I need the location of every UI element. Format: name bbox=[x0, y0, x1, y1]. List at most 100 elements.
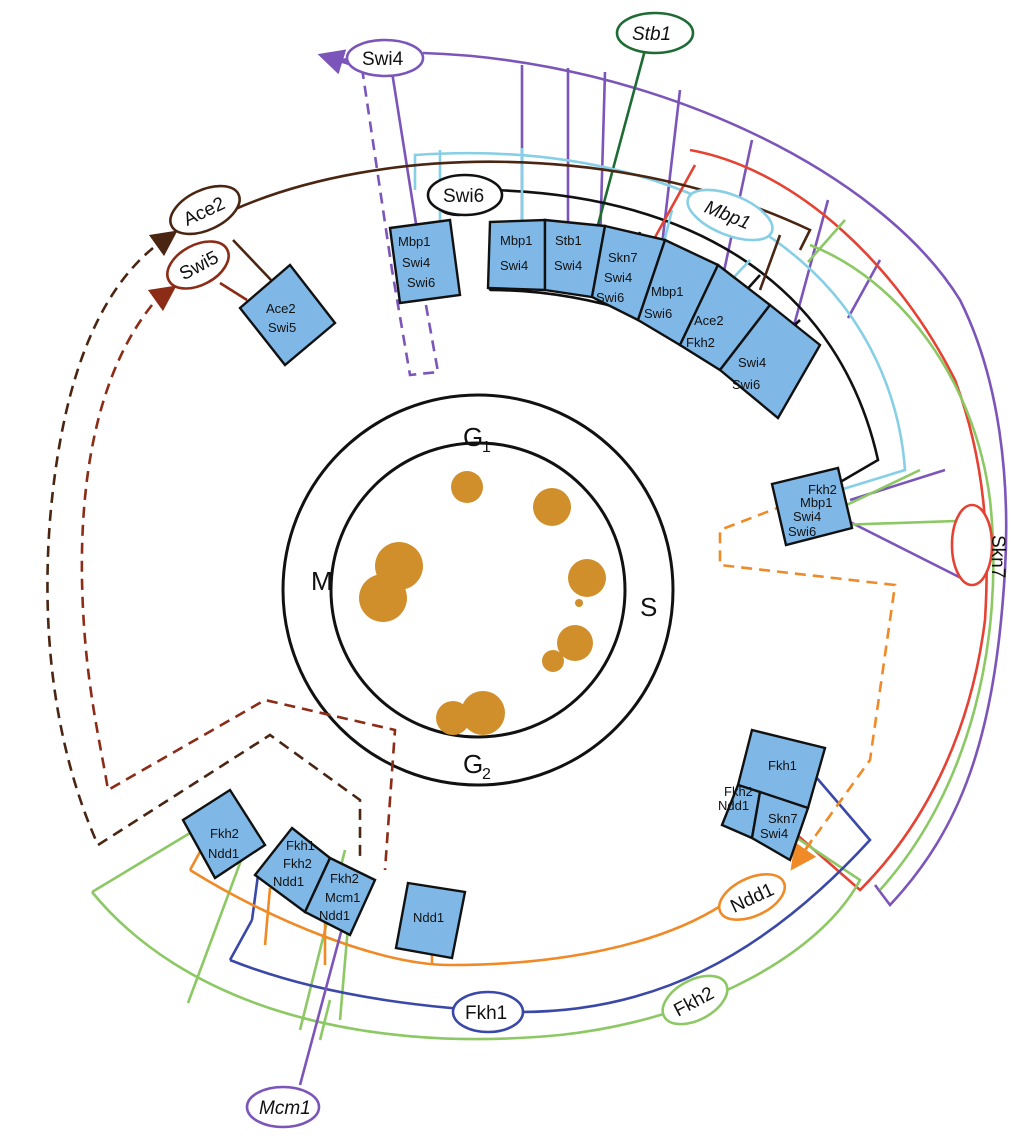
factor-label: Stb1 bbox=[632, 24, 671, 45]
cell-small-bud bbox=[568, 559, 606, 597]
cell-dividing-bottom bbox=[359, 574, 407, 622]
complex-label: Ndd1 bbox=[273, 874, 304, 889]
cell-unbudded bbox=[451, 471, 483, 503]
ndd1-arc bbox=[189, 868, 723, 967]
factor-stb1: Stb1 bbox=[615, 11, 695, 55]
phase-g1-label: G bbox=[463, 422, 483, 452]
complex-label: Fkh2 bbox=[686, 335, 715, 350]
complex-label: Ace2 bbox=[694, 313, 724, 328]
complex-label: Swi4 bbox=[554, 258, 582, 273]
complex-label: Mbp1 bbox=[398, 234, 431, 249]
swi5-arrow bbox=[147, 285, 177, 312]
swi4-dashed-feedback bbox=[360, 67, 440, 377]
complex-label: Swi4 bbox=[793, 509, 821, 524]
complex-label: Mbp1 bbox=[800, 495, 833, 510]
cell-g1 bbox=[533, 488, 571, 526]
cell-medium-bud-tip bbox=[542, 650, 564, 672]
complex-mbp1-swi4: Mbp1 Swi4 bbox=[486, 218, 547, 292]
complex-label: Swi6 bbox=[644, 306, 672, 321]
factor-ndd1: Ndd1 bbox=[717, 872, 787, 922]
cell-medium-bud bbox=[557, 625, 593, 661]
ace2-dashed-feedback bbox=[46, 246, 362, 858]
complex-label: Fkh2 bbox=[210, 826, 239, 841]
factor-swi4: Swi4 bbox=[345, 38, 425, 78]
complex-fkh2-mcm1-ndd1: Fkh2 Mcm1 Ndd1 bbox=[303, 856, 377, 937]
phase-g2-subscript: 2 bbox=[482, 766, 491, 783]
outer-phase-ring bbox=[281, 393, 675, 787]
ace2-arrow bbox=[148, 230, 178, 257]
complex-label: Mbp1 bbox=[651, 284, 684, 299]
factor-mbp1: Mbp1 bbox=[686, 188, 774, 242]
complex-label: Fkh1 bbox=[768, 758, 797, 773]
phase-g2-label: G bbox=[463, 749, 483, 779]
fkh2-outer-arc bbox=[809, 243, 995, 891]
complex-mbp1-swi4-swi6: Mbp1 Swi4 Swi6 bbox=[388, 218, 462, 305]
inner-phase-ring bbox=[329, 441, 627, 739]
fkh2-lower-arc bbox=[90, 818, 862, 1041]
complex-ndd1: Ndd1 bbox=[394, 881, 467, 960]
complex-swi4-swi6: Swi4 Swi6 bbox=[718, 303, 822, 420]
budding-cells bbox=[359, 471, 606, 735]
factor-label: Skn7 bbox=[987, 535, 1008, 578]
factor-fkh2: Fkh2 bbox=[661, 974, 729, 1026]
factor-label: Fkh1 bbox=[465, 1003, 507, 1024]
complex-label: Fkh1 bbox=[286, 838, 315, 853]
complex-label: Mbp1 bbox=[500, 233, 533, 248]
cell-small-bud-tip bbox=[575, 599, 583, 607]
complex-label: Ndd1 bbox=[718, 798, 749, 813]
factor-label: Mcm1 bbox=[259, 1098, 311, 1119]
factor-label: Swi6 bbox=[443, 186, 484, 207]
complex-label: Fkh2 bbox=[330, 871, 359, 886]
cell-large-bud bbox=[461, 691, 505, 735]
skn7-arc bbox=[689, 148, 988, 892]
cell-large-bud-tip bbox=[436, 701, 470, 735]
factor-swi5: Swi5 bbox=[166, 240, 230, 290]
complex-label: Swi6 bbox=[596, 290, 624, 305]
complex-label: Fkh2 bbox=[808, 482, 837, 497]
fkh1-arc bbox=[229, 769, 872, 1014]
complex-label: Swi6 bbox=[788, 524, 816, 539]
ndd1-arrow bbox=[790, 839, 817, 871]
complex-label: Swi4 bbox=[604, 270, 632, 285]
phase-g1-subscript: 1 bbox=[482, 439, 491, 456]
complex-label: Fkh2 bbox=[724, 784, 753, 799]
complex-label: Skn7 bbox=[608, 250, 638, 265]
factor-skn7: Skn7 bbox=[950, 503, 1008, 587]
complex-label: Mcm1 bbox=[325, 890, 360, 905]
swi4-arc bbox=[422, 51, 1008, 908]
complex-label: Swi6 bbox=[407, 275, 435, 290]
swi5-line bbox=[219, 281, 248, 302]
complex-label: Swi4 bbox=[738, 355, 766, 370]
factor-nodes: Swi4 Stb1 Swi6 Mbp1 Ace2 Swi5 Skn7 Ndd1 bbox=[166, 11, 1008, 1129]
complex-label: Fkh2 bbox=[283, 856, 312, 871]
complex-label: Swi4 bbox=[760, 826, 788, 841]
complex-label: Swi5 bbox=[268, 320, 296, 335]
factor-mcm1: Mcm1 bbox=[245, 1085, 321, 1129]
complex-stb1-swi4: Stb1 Swi4 bbox=[543, 218, 607, 299]
swi6-arc bbox=[489, 188, 880, 497]
complex-boxes: Mbp1 Swi4 Swi6 Ace2 Swi5 Mbp1 Swi4 Stb1 … bbox=[181, 218, 854, 960]
complex-label: Ace2 bbox=[266, 301, 296, 316]
complex-label: Ndd1 bbox=[413, 910, 444, 925]
complex-fkh2-ndd1-left: Fkh2 Ndd1 bbox=[181, 788, 267, 880]
phase-s-label: S bbox=[640, 592, 657, 622]
complex-ace2-swi5: Ace2 Swi5 bbox=[238, 263, 337, 367]
complex-fkh2-mbp1-swi4-swi6: Fkh2 Mbp1 Swi4 Swi6 bbox=[770, 466, 854, 547]
complex-skn7-swi4-swi6: Skn7 Swi4 Swi6 bbox=[590, 224, 667, 322]
complex-label: Swi4 bbox=[500, 258, 528, 273]
cell-cycle-wheel: G 1 S G 2 M bbox=[281, 393, 675, 787]
factor-label: Swi4 bbox=[362, 49, 404, 70]
complex-ace2-fkh2: Ace2 Fkh2 bbox=[678, 263, 772, 372]
phase-m-label: M bbox=[311, 566, 333, 596]
factor-fkh1: Fkh1 bbox=[451, 990, 525, 1034]
factor-swi6: Swi6 bbox=[426, 173, 504, 217]
complex-skn7-swi4: Skn7 Swi4 bbox=[750, 790, 810, 862]
complex-label: Ndd1 bbox=[319, 908, 350, 923]
swi4-to-mbp1-complex bbox=[390, 71, 419, 231]
complex-label: Stb1 bbox=[555, 233, 582, 248]
complex-label: Swi6 bbox=[732, 377, 760, 392]
complex-label: Skn7 bbox=[768, 811, 798, 826]
ndd1-dashed-feedback bbox=[718, 503, 897, 861]
